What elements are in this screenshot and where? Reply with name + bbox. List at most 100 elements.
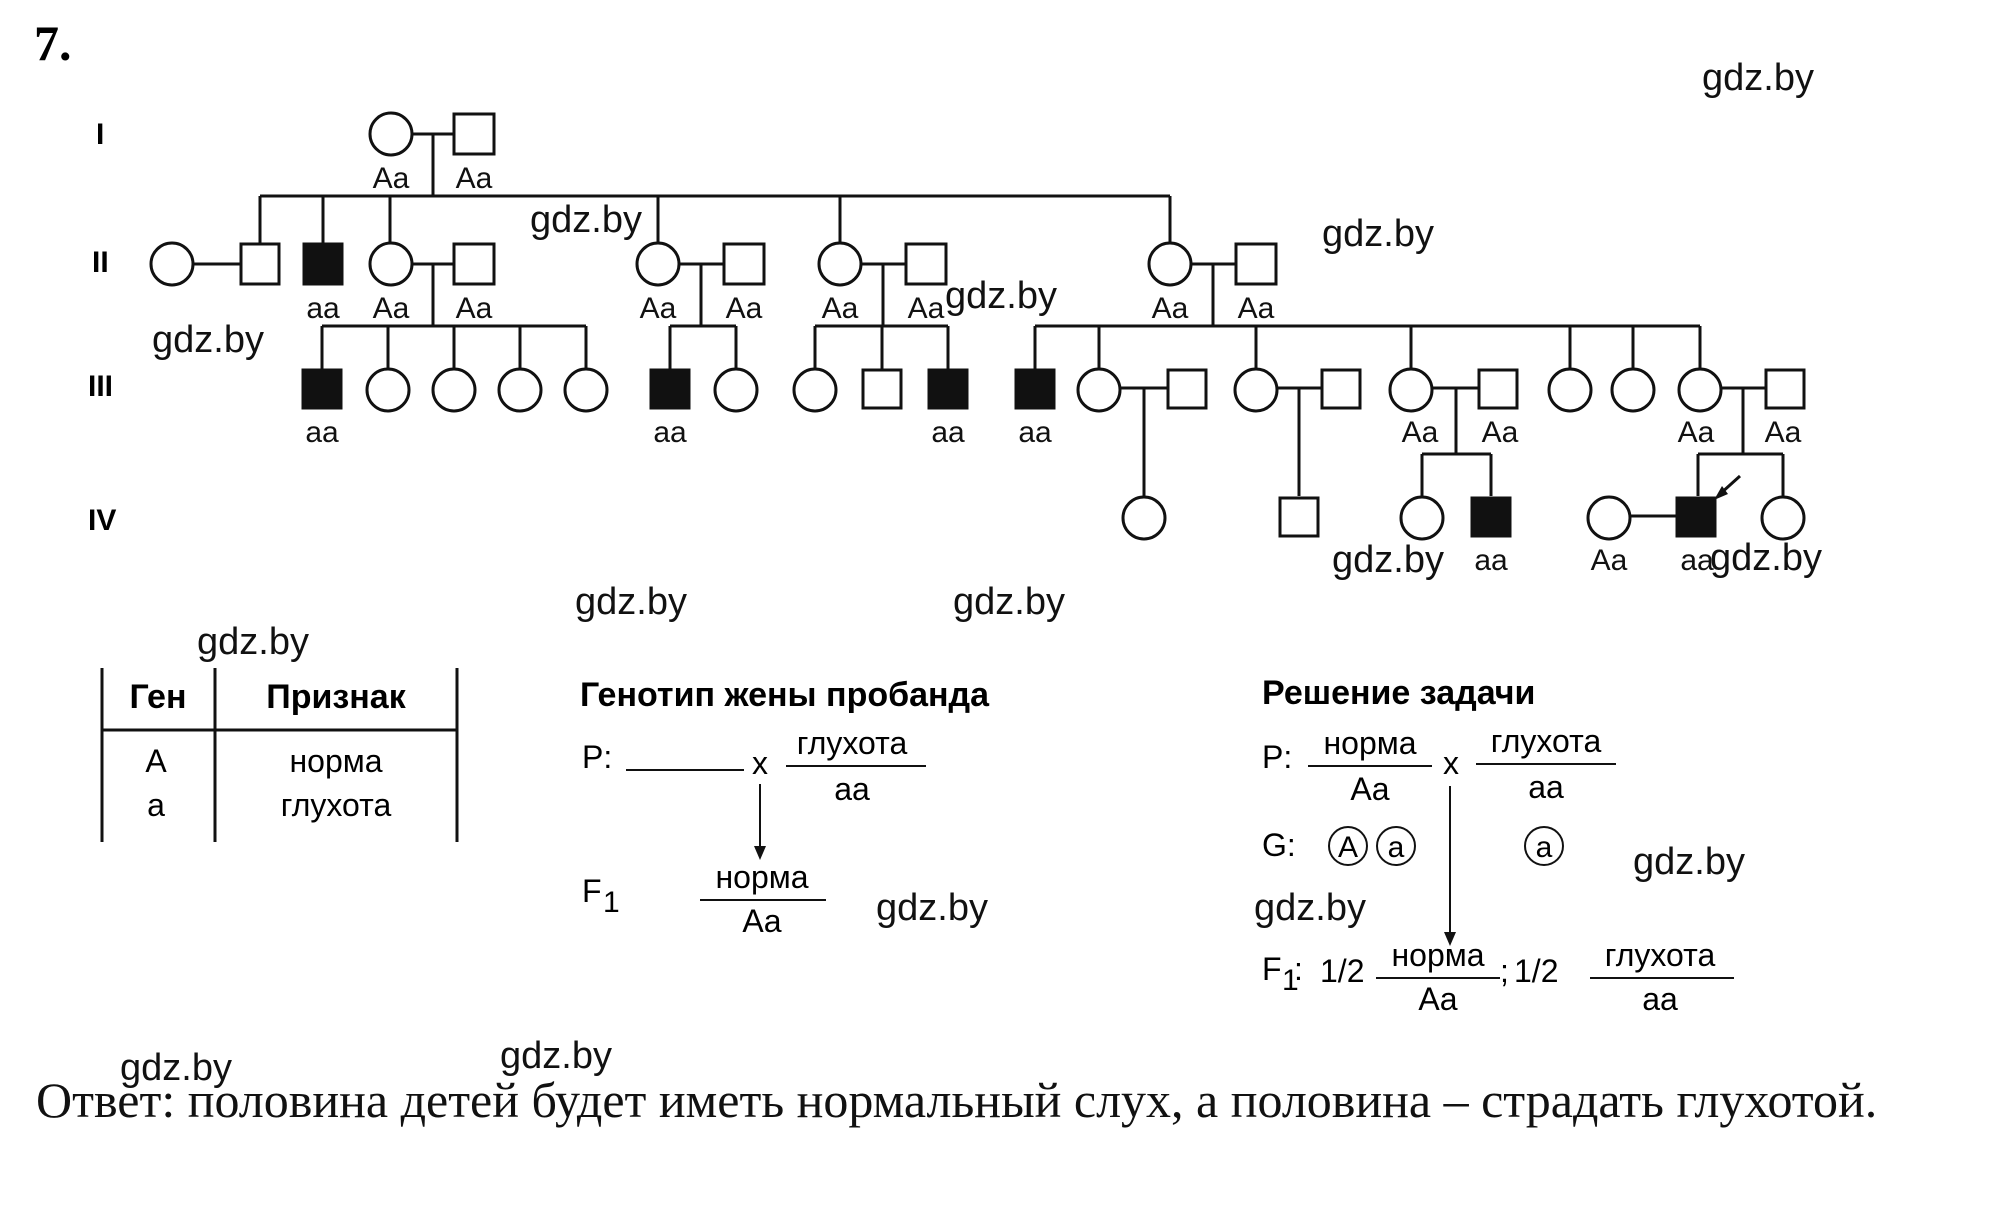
genotype-label: Aa [908, 292, 945, 325]
watermark: gdz.by [1710, 537, 1822, 579]
f1-trait: норма [715, 859, 808, 895]
watermark: gdz.by [1322, 213, 1434, 255]
female-unaffected [1677, 367, 1723, 413]
gamete: a [1536, 831, 1553, 864]
male-unaffected [239, 242, 281, 286]
p1-trait: норма [1323, 725, 1416, 761]
proband-arrow-icon [1714, 486, 1728, 500]
genotype-label: aa [1474, 544, 1508, 577]
p2-genotype: aa [1528, 769, 1564, 805]
watermark: gdz.by [1633, 841, 1745, 883]
female-unaffected [368, 241, 414, 287]
f1-label: F [1262, 951, 1282, 987]
solution-block: Решение задачи P: норма Aa x глухота aa … [1262, 674, 1734, 1017]
male-unaffected [1234, 242, 1278, 286]
genotype-label: aa [931, 416, 965, 449]
ratio-half: 1/2 [1320, 953, 1364, 989]
male-affected [1470, 496, 1512, 538]
male-unaffected [1477, 368, 1519, 410]
gene-table-trait: глухота [281, 787, 392, 823]
f1a-genotype: Aa [1418, 981, 1457, 1017]
p-label: P: [582, 739, 612, 775]
ratio-half: 1/2 [1514, 953, 1558, 989]
genotype-label: aa [1680, 544, 1714, 577]
arrow-down-icon [754, 846, 766, 860]
watermark: gdz.by [945, 275, 1057, 317]
female-unaffected [1388, 367, 1434, 413]
female-unaffected [1121, 495, 1167, 541]
arrow-down-icon [1444, 932, 1456, 946]
watermark: gdz.by [1254, 887, 1366, 929]
female-unaffected [792, 367, 838, 413]
genotype-labels: Aa Aa aa Aa Aa Aa Aa Aa Aa Aa Aa aa aa a… [305, 162, 1801, 577]
genotype-label: Aa [640, 292, 677, 325]
genotype-label: Aa [1152, 292, 1189, 325]
solution-title: Решение задачи [1262, 674, 1535, 712]
watermark: gdz.by [152, 319, 264, 361]
watermark: gdz.by [876, 887, 988, 929]
task-number: 7. [34, 15, 72, 71]
f1a-trait: норма [1391, 937, 1484, 973]
mother-genotype: aa [834, 771, 870, 807]
p1-genotype: Aa [1350, 771, 1389, 807]
genotype-label: Aa [1238, 292, 1275, 325]
female-unaffected [563, 367, 609, 413]
cross-sign: x [1443, 745, 1459, 781]
f1-colon: : [1294, 951, 1303, 987]
pedigree-individuals [149, 111, 1806, 541]
watermark: gdz.by [500, 1035, 612, 1077]
genotype-label: Aa [822, 292, 859, 325]
genotype-label: aa [653, 416, 687, 449]
watermark: gdz.by [1702, 57, 1814, 99]
proband-male-affected [1675, 496, 1717, 538]
genotype-label: Aa [1591, 544, 1628, 577]
mother-trait: глухота [797, 725, 908, 761]
genotype-label: Aa [1482, 416, 1519, 449]
female-unaffected [1076, 367, 1122, 413]
watermark: gdz.by [575, 581, 687, 623]
generation-label-4: IV [88, 504, 116, 537]
gene-table-gene: A [145, 743, 167, 779]
male-affected [1014, 368, 1056, 410]
female-unaffected [1760, 495, 1806, 541]
generation-label-1: I [96, 118, 104, 151]
separator: ; [1500, 953, 1509, 989]
watermark: gdz.by [1332, 539, 1444, 581]
female-unaffected [431, 367, 477, 413]
genotype-label: Aa [373, 292, 410, 325]
watermark: gdz.by [197, 621, 309, 663]
generation-label-3: III [88, 370, 113, 403]
male-affected [649, 368, 691, 410]
female-unaffected [149, 241, 195, 287]
male-unaffected [452, 112, 496, 156]
male-affected [301, 368, 343, 410]
male-affected [302, 242, 344, 286]
genotype-label: Aa [1678, 416, 1715, 449]
f1-subscript: 1 [603, 886, 620, 919]
generation-label-2: II [92, 246, 109, 279]
male-unaffected [861, 368, 903, 410]
gamete: a [1388, 831, 1405, 864]
g-label: G: [1262, 827, 1296, 863]
genotype-label: Aa [456, 292, 493, 325]
p2-trait: глухота [1491, 723, 1602, 759]
f1-genotype: Aa [742, 903, 781, 939]
watermark: gdz.by [120, 1047, 232, 1089]
wife-genotype-title: Генотип жены пробанда [580, 676, 990, 714]
gene-table-gene: a [147, 787, 165, 823]
gene-table: Ген Признак A норма a глухота [100, 668, 459, 842]
male-unaffected [452, 242, 496, 286]
watermark: gdz.by [530, 199, 642, 241]
answer-text: Ответ: половина детей будет иметь нормал… [36, 1072, 1878, 1128]
gamete: A [1338, 831, 1358, 864]
female-unaffected [1610, 367, 1656, 413]
p-label: P: [1262, 739, 1292, 775]
male-affected [927, 368, 969, 410]
genotype-label: Aa [1402, 416, 1439, 449]
watermarks: gdz.by gdz.by gdz.by gdz.by gdz.by gdz.b… [120, 57, 1822, 1089]
male-unaffected [1764, 368, 1806, 410]
genotype-label: aa [305, 416, 339, 449]
female-unaffected [1586, 495, 1632, 541]
